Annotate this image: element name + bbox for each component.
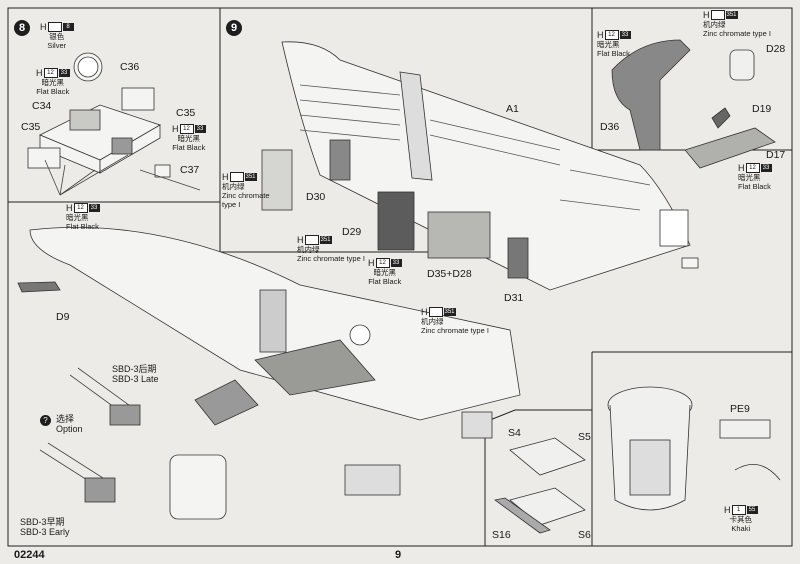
paint-box xyxy=(229,172,244,182)
sbd3-early-label: SBD-3早期 SBD-3 Early xyxy=(20,517,70,537)
box-c37 xyxy=(154,164,171,178)
part-d19 xyxy=(711,107,731,129)
part-label-d35-d28: D35+D28 xyxy=(427,268,472,280)
part-d35-d28 xyxy=(427,211,491,259)
part-label-c35-right: C35 xyxy=(176,107,196,119)
part-d9 xyxy=(17,281,61,293)
part-label-s5: S5 xyxy=(578,431,591,443)
part-label-d28-inset: D28 xyxy=(766,43,786,55)
part-label-d19: D19 xyxy=(752,103,772,115)
part-label-c37: C37 xyxy=(180,164,200,176)
paint-box xyxy=(428,307,443,317)
paint-box xyxy=(710,10,725,20)
part-label-d31: D31 xyxy=(504,292,524,304)
part-s16 xyxy=(494,497,551,534)
box-c35-right xyxy=(121,87,155,111)
step-number-9: 9 xyxy=(226,20,242,36)
turret-ring xyxy=(169,454,227,520)
part-label-c35-left: C35 xyxy=(21,121,41,133)
part-d28 xyxy=(729,49,755,81)
part-label-pe9: PE9 xyxy=(730,403,750,415)
part-label-d36: D36 xyxy=(600,121,620,133)
part-pe9 xyxy=(719,419,771,439)
product-code: 02244 xyxy=(14,549,45,561)
box-c35-left xyxy=(27,147,61,169)
part-label-d17: D17 xyxy=(766,149,786,161)
part-d36 xyxy=(611,39,691,151)
step9-drawing xyxy=(261,41,699,291)
step8-drawing xyxy=(27,52,201,196)
part-label-s16: S16 xyxy=(492,529,511,541)
part-label-d30: D30 xyxy=(306,191,326,203)
panel-borders xyxy=(7,7,793,547)
part-label-s4: S4 xyxy=(508,427,521,439)
main-fuselage-drawing xyxy=(17,226,521,520)
page-number: 9 xyxy=(395,549,402,561)
part-s5-tray xyxy=(509,437,586,476)
paint-box xyxy=(47,22,62,32)
part-label-a1: A1 xyxy=(506,103,519,115)
part-d17 xyxy=(684,127,776,169)
paint-box xyxy=(304,235,319,245)
part-d30 xyxy=(329,139,351,181)
bottom-center-drawing xyxy=(494,437,586,534)
gun-late xyxy=(109,404,141,426)
part-d29 xyxy=(377,191,415,251)
step-number-8: 8 xyxy=(14,20,30,36)
part-label-c36: C36 xyxy=(120,61,140,73)
part-label-d29: D29 xyxy=(342,226,362,238)
part-label-c34: C34 xyxy=(32,100,52,112)
part-d31 xyxy=(507,237,529,279)
part-label-s6: S6 xyxy=(578,529,591,541)
part-label-d9: D9 xyxy=(56,311,70,323)
outer-frame xyxy=(7,7,793,547)
bottom-center-border xyxy=(484,409,592,546)
inset-drawing xyxy=(611,39,776,169)
sbd3-late-label: SBD-3后期 SBD-3 Late xyxy=(112,364,159,384)
option-label: 选择 Option xyxy=(56,414,83,434)
gun-early xyxy=(84,477,116,503)
bottom-right-drawing xyxy=(607,386,781,511)
option-badge: ? xyxy=(40,415,51,426)
